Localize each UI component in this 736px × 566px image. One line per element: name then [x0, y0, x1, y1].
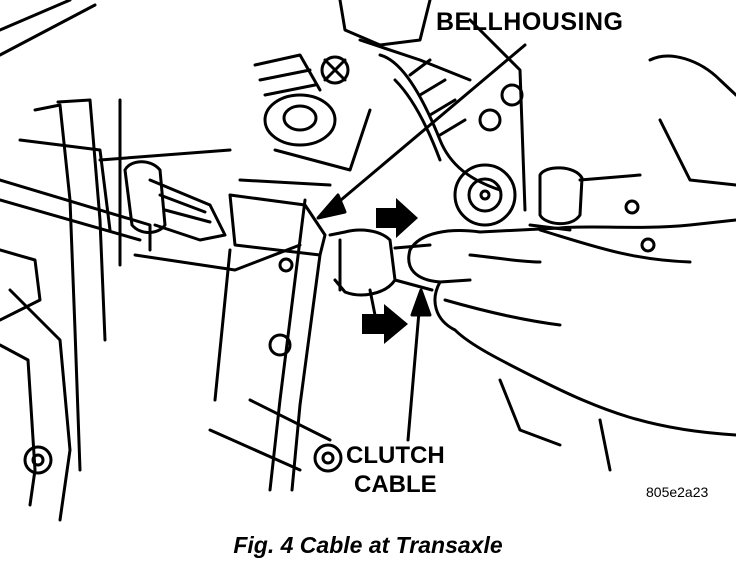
bellhousing-label: BELLHOUSING [436, 8, 624, 36]
motion-arrow-upper [376, 198, 418, 238]
clutch-cable-leader-arrow [406, 298, 422, 442]
clutch-cable-arrowhead [410, 288, 432, 317]
motion-arrow-lower [362, 304, 408, 344]
clutch-label-line2: CABLE [353, 471, 437, 498]
shift-actuators [253, 0, 656, 253]
hand [407, 54, 736, 472]
bellhousing-outline [208, 178, 332, 492]
figure-caption: Fig. 4 Cable at Transaxle [233, 532, 503, 558]
bellhousing-leader-arrow [333, 43, 527, 207]
clutch-label-line1: CLUTCH [346, 442, 445, 469]
figure-code: 805e2a23 [646, 484, 709, 500]
bellhousing-arrowhead [316, 193, 347, 220]
cable-housing [123, 160, 227, 242]
left-frame-rails [0, 0, 302, 522]
clutch-cable-label: CLUTCH CABLE [346, 441, 445, 499]
mounting-bolts [23, 443, 343, 475]
